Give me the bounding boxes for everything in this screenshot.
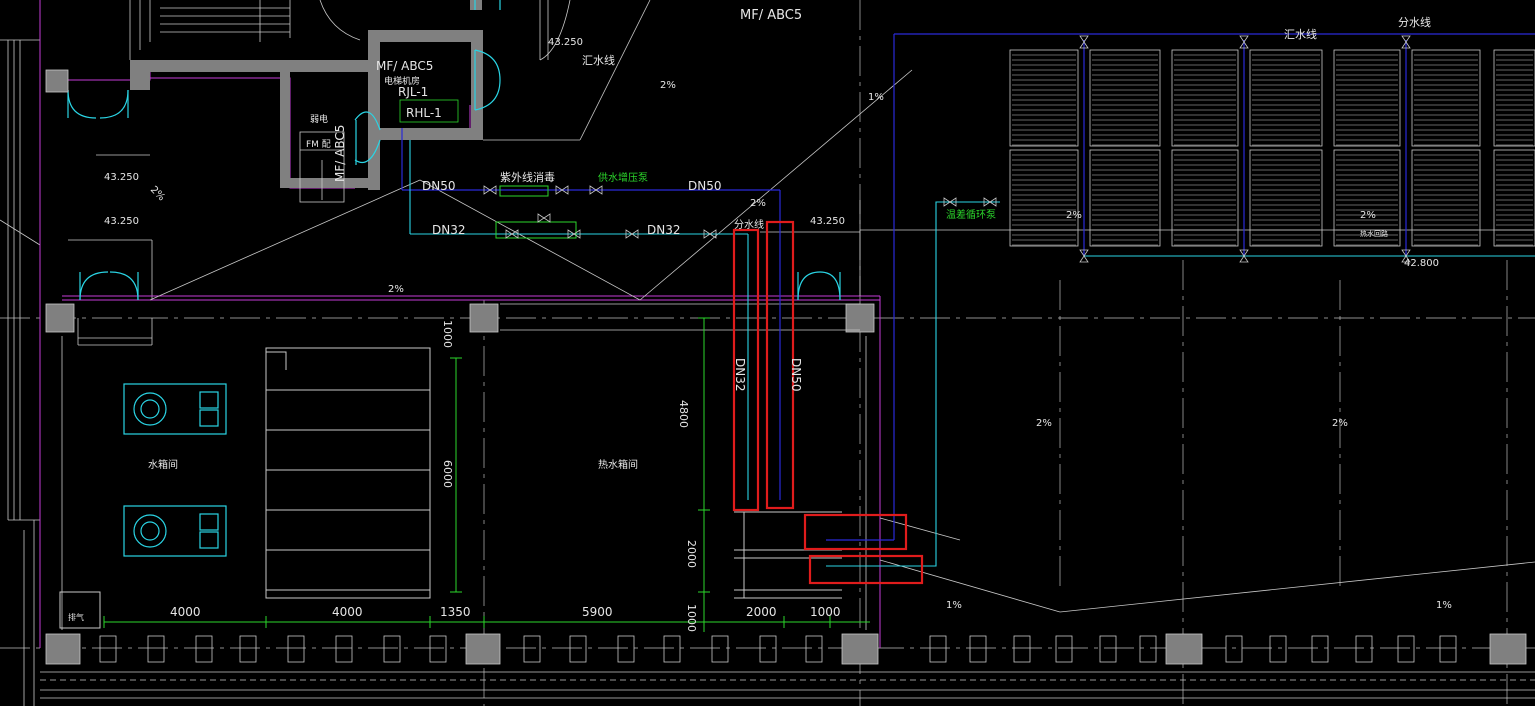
- column: [45, 69, 69, 93]
- left-boundary: [0, 0, 361, 706]
- dimension-h: 5900: [582, 605, 613, 619]
- dn50-vertical-label: DN50: [789, 358, 803, 392]
- dimension-h: 1350: [440, 605, 471, 619]
- column: [469, 303, 499, 333]
- column: [1165, 633, 1203, 665]
- room-label-water-tank: 水箱间: [148, 458, 178, 471]
- solar-collector-panel: [1089, 49, 1161, 147]
- solar-collector-panel: [1411, 49, 1481, 147]
- solar-collector-panel: [1493, 149, 1535, 247]
- column: [841, 633, 879, 665]
- elevator-room-name: 电梯机房: [384, 75, 420, 87]
- column: [45, 633, 81, 665]
- highlight-pipe-end-1: [803, 513, 908, 551]
- elevator-room-walls: [130, 0, 483, 190]
- slope-label: 2%: [1066, 210, 1082, 221]
- slope-label: 1%: [1436, 600, 1452, 611]
- dimension-v: 1000: [685, 604, 698, 632]
- highlight-boxes: [732, 220, 924, 585]
- structural-columns: [45, 69, 1527, 665]
- circulation-pump-label: 温差循环泵: [946, 208, 996, 221]
- slope-label: 2%: [750, 198, 766, 209]
- dimension-h: 4000: [332, 605, 363, 619]
- door-swings: [67, 89, 841, 301]
- supply-pipe-label-mid: 分水线: [734, 218, 764, 231]
- elevator-room-cyan: [354, 0, 501, 165]
- dn50-right-label: DN50: [688, 179, 722, 193]
- return-pipe-label-top: 汇水线: [582, 53, 615, 67]
- slope-label: 1%: [868, 92, 884, 103]
- return-pipe-label-right: 汇水线: [1284, 27, 1317, 41]
- dimension-v: 1000: [441, 320, 454, 348]
- slope-label: 1%: [946, 600, 962, 611]
- solar-collector-panel: [1493, 49, 1535, 147]
- pump-unit: [123, 383, 227, 435]
- solar-collector-panel: [1089, 149, 1161, 247]
- solar-collector-panel: [1009, 49, 1079, 147]
- highlight-dn50-riser: [765, 220, 795, 510]
- weak-current-label: 弱电: [310, 113, 328, 125]
- dimension-v: 4800: [677, 400, 690, 428]
- solar-collector-panel: [1171, 149, 1239, 247]
- dimension-ticks: [103, 317, 831, 628]
- piping-network: [104, 33, 1535, 632]
- dimension-h: 4000: [170, 605, 201, 619]
- solar-collector-panel: [1171, 49, 1239, 147]
- slope-label: 2%: [1332, 418, 1348, 429]
- solar-collector-panel: [1333, 149, 1401, 247]
- pump-unit: [123, 505, 227, 557]
- column: [45, 303, 75, 333]
- uv-disinfector-label: 紫外线消毒: [500, 170, 555, 184]
- slope-label: 2%: [1360, 210, 1376, 221]
- bottom-parapet: [40, 635, 1535, 699]
- slope-label: 2%: [660, 80, 676, 91]
- dimension-v: 2000: [685, 540, 698, 568]
- riser-rjl-label: RJL-1: [398, 85, 428, 99]
- highlight-pipe-end-2: [808, 554, 924, 585]
- solar-collector-panel: [1009, 149, 1079, 247]
- text-labels: MF/ ABC5 MF/ ABC5 电梯机房 RJL-1 RHL-1 弱电 FM…: [68, 8, 1452, 632]
- supply-pipe-label-right: 分水线: [1398, 15, 1431, 29]
- slope-label: 2%: [148, 184, 167, 203]
- slope-label: 2%: [388, 284, 404, 295]
- elevation-label-4: 43.250: [810, 216, 845, 227]
- vertical-mf-label: MF/ ABC5: [333, 125, 347, 182]
- column: [465, 633, 501, 665]
- room-label-hot-water-tank: 热水箱间: [598, 458, 638, 471]
- elevation-label-3: 43.250: [104, 216, 139, 227]
- solar-collector-panel: [1249, 49, 1323, 147]
- dimension-h: 2000: [746, 605, 777, 619]
- elevation-label-2: 43.250: [104, 172, 139, 183]
- dn32-right-label: DN32: [647, 223, 681, 237]
- dn32-left-label: DN32: [432, 223, 466, 237]
- magenta-boundary: [39, 0, 881, 648]
- solar-collector-panel: [1249, 149, 1323, 247]
- water-tank: [265, 347, 431, 599]
- solar-collector-panel: [1411, 149, 1481, 247]
- fm-label: FM 配: [306, 139, 331, 150]
- riser-rhl-label: RHL-1: [406, 106, 442, 120]
- solar-collector-panel: [1333, 49, 1401, 147]
- small-label-right: 热水回路: [1360, 229, 1388, 238]
- column: [845, 303, 875, 333]
- elevator-room-lines: [299, 0, 651, 203]
- dimension-h: 1000: [810, 605, 841, 619]
- column: [1489, 633, 1527, 665]
- elevation-label-roof: 42.800: [1404, 258, 1439, 269]
- dimension-v: 6000: [441, 460, 454, 488]
- vent-label: 排气: [68, 612, 84, 622]
- water-tank-room: [59, 347, 842, 629]
- solar-collector-array: [1009, 49, 1535, 247]
- booster-pump-label: 供水增压泵: [598, 171, 648, 184]
- slope-label: 2%: [1036, 418, 1052, 429]
- elevation-label-1: 43.250: [548, 37, 583, 48]
- elevator-room-title: MF/ ABC5: [376, 59, 433, 73]
- dn50-left-label: DN50: [422, 179, 456, 193]
- highlight-dn32-riser: [732, 228, 760, 512]
- dn32-vertical-label: DN32: [733, 358, 747, 392]
- title-top-center: MF/ ABC5: [740, 8, 802, 23]
